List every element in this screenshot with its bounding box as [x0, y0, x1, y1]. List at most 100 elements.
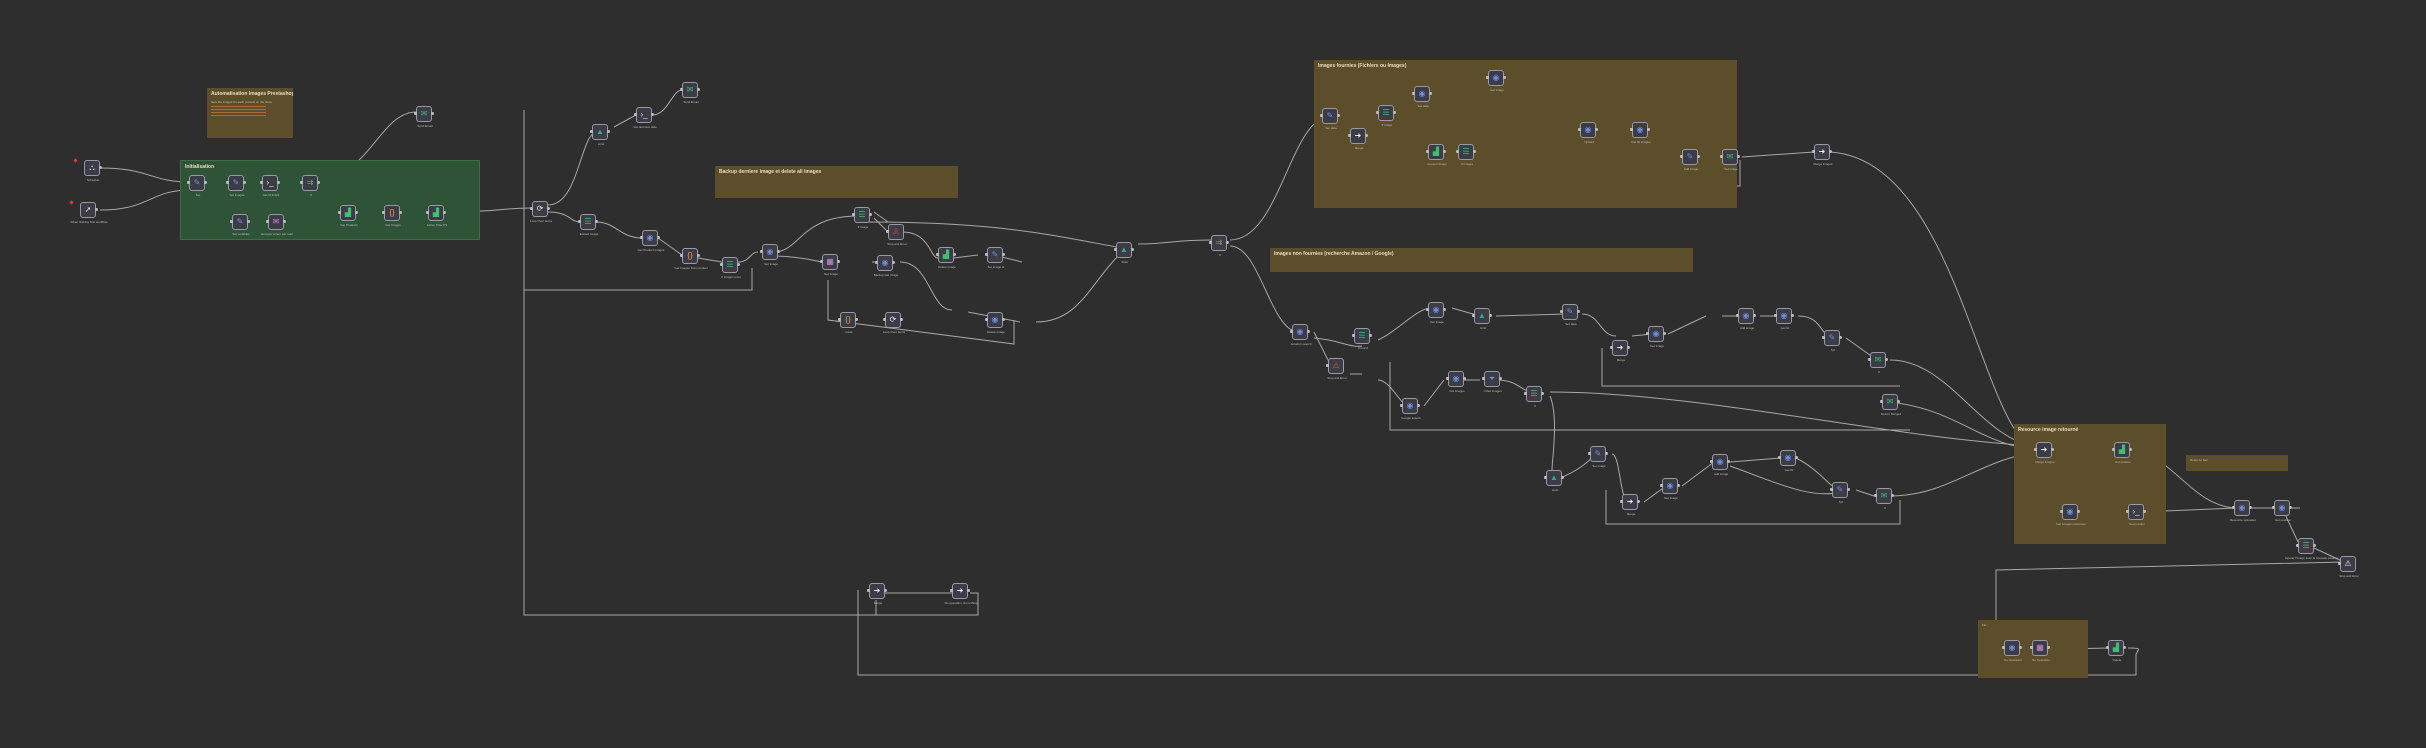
- node-if-init[interactable]: ⇉If: [300, 175, 320, 197]
- node-if-router[interactable]: ⇉If: [1209, 235, 1229, 257]
- node-merge-f[interactable]: ➜Merge: [1348, 128, 1368, 150]
- node-if-image-f[interactable]: ☰If image: [1376, 105, 1396, 127]
- node-label: If image: [857, 225, 869, 229]
- node-backup-last-image[interactable]: ◉Backup last image: [874, 255, 898, 277]
- node-get-image-nf[interactable]: ◉Get image: [1426, 302, 1446, 324]
- node-set-data-nf[interactable]: ✎Set data: [1560, 304, 1580, 326]
- node-merge-a[interactable]: ➜Merge: [867, 583, 887, 605]
- node-if-nf2[interactable]: ☰If: [1524, 386, 1544, 408]
- node-manual-trigger[interactable]: ➚When clicking Test workflow: [69, 200, 108, 224]
- node-upload-f[interactable]: ◉Upload: [1578, 122, 1598, 144]
- node-stop-and-error-end[interactable]: ⚠Stop and Error: [2338, 556, 2359, 578]
- node-active-filter[interactable]: ▟Active Filter PS: [426, 205, 447, 227]
- node-label: Merge: [1354, 146, 1364, 150]
- node-get-image-backup[interactable]: ◉Get image: [760, 244, 780, 266]
- node-set-image-id[interactable]: ✎Set image id: [985, 247, 1005, 269]
- node-get-image-nf3[interactable]: ◉Get image: [1660, 478, 1680, 500]
- node-merge-nf[interactable]: ➜Merge: [1610, 340, 1630, 362]
- node-amazon-search[interactable]: ◉Amazon search: [1290, 324, 1311, 346]
- node-limit-nf2[interactable]: ▲Limit: [1544, 470, 1564, 492]
- sticky-small-note[interactable]: Notes de bas: [2186, 455, 2288, 471]
- node-label: Set: [195, 193, 201, 197]
- node-get-id-nf[interactable]: ◉Get ID: [1774, 308, 1794, 330]
- node-filter-images[interactable]: ⏷Filter images: [1482, 371, 1502, 393]
- sticky-images-non-fournies[interactable]: Images non fournies (recherche Amazon / …: [1270, 248, 1693, 272]
- node-set-data-f[interactable]: ✎Set data: [1320, 108, 1340, 130]
- node-resource-uploaded[interactable]: ◉Resource uploaded: [2230, 500, 2256, 522]
- node-set-position[interactable]: ›_Set position: [2126, 504, 2146, 526]
- node-get-id-images-f[interactable]: ◉Get ID images: [1630, 122, 1651, 144]
- node-if-images-exist[interactable]: ☰If images exist: [720, 257, 741, 279]
- node-no-operation[interactable]: ➜No operation, do nothing: [945, 583, 977, 605]
- node-filter[interactable]: ▲Filter: [1114, 242, 1134, 264]
- node-if-nf[interactable]: ✉If: [1868, 352, 1888, 374]
- node-stop-and-error-1[interactable]: ⚠Stop and Error: [886, 224, 907, 246]
- node-set-variables[interactable]: ✎Set variables: [230, 214, 250, 236]
- chart-icon: ▟: [432, 208, 440, 217]
- node-send-email-top[interactable]: ✉Send Email: [414, 106, 434, 128]
- node-if-nf3[interactable]: ✉If: [1874, 488, 1894, 510]
- node-set[interactable]: ✎Set: [187, 175, 207, 197]
- node-get-id-nf2[interactable]: ◉Get ID: [1778, 450, 1798, 472]
- node-limit-nf[interactable]: ▲Limit: [1472, 308, 1492, 330]
- node-set-data-f2[interactable]: ◉Set data: [1412, 86, 1432, 108]
- pencil-icon: ✎: [991, 250, 999, 259]
- node-add-image-f[interactable]: ✎Add image: [1680, 149, 1700, 171]
- node-google-search[interactable]: ◉Google search: [1400, 398, 1421, 420]
- node-loop-over-items-2[interactable]: ⟳Loop Over Items: [883, 312, 905, 334]
- node-set-nf2[interactable]: ✎Set: [1830, 482, 1850, 504]
- sticky-automatisation[interactable]: Automatisation Images Prestashop Sets th…: [207, 88, 293, 138]
- sticky-initialisation[interactable]: Initialisation: [180, 160, 480, 240]
- node-limit[interactable]: ▲Limit: [590, 124, 610, 146]
- node-add-image-nf2[interactable]: ◉Add image: [1710, 454, 1730, 476]
- node-no-operation-bottom-1[interactable]: ◉No Operation: [2002, 640, 2022, 662]
- node-get-image-nf2[interactable]: ◉Get image: [1646, 326, 1666, 348]
- mail-icon: ✉: [1880, 491, 1888, 500]
- node-get-image-f[interactable]: ◉Get image: [1486, 70, 1506, 92]
- node-merge-images-f[interactable]: ➜Merge images: [1812, 144, 1833, 166]
- node-get-images[interactable]: {}Get Images: [382, 205, 402, 227]
- node-get-position-end[interactable]: ◉Get position: [2272, 500, 2292, 522]
- node-delete-bottom[interactable]: ▟Delete: [2106, 640, 2126, 662]
- node-add-image-new-position[interactable]: ☰Ajouter l'image avec la nouvelle positi…: [2285, 538, 2338, 560]
- node-loop-over-items[interactable]: ⟳Loop Over Items: [530, 201, 552, 223]
- node-convert-binary[interactable]: ▟Convert binary: [1426, 144, 1447, 166]
- node-if-images-f[interactable]: ☰If images: [1456, 144, 1476, 166]
- sticky-backup[interactable]: Backup derniere image et delete all imag…: [715, 166, 958, 198]
- node-set-nf[interactable]: ✎Set: [1822, 330, 1842, 352]
- node-delete-image-2[interactable]: ◉Delete image: [985, 312, 1005, 334]
- chart-icon: ▲: [1478, 311, 1486, 320]
- node-get-images-resources[interactable]: ◉Get images resources: [2056, 504, 2086, 526]
- node-label: Merge: [1616, 358, 1626, 362]
- node-code[interactable]: {}Code: [838, 312, 858, 334]
- node-if-found[interactable]: ☰If found: [1352, 328, 1372, 350]
- node-get-position-res[interactable]: ▟Get position: [2112, 442, 2132, 464]
- node-get-product-images[interactable]: ◉Get Product Images: [638, 230, 664, 252]
- node-get-products[interactable]: ▟Get Products: [338, 205, 358, 227]
- arrow-right-icon: ➜: [1626, 497, 1634, 506]
- terminal-icon: ›_: [640, 110, 648, 119]
- node-get-last-item-date[interactable]: ›_Get last item date: [633, 107, 657, 129]
- node-stop-and-error-2[interactable]: ⚠Stop and Error: [1326, 358, 1347, 380]
- node-set-image-nf[interactable]: ✎Set image: [1588, 446, 1608, 468]
- node-add-image-nf[interactable]: ◉Add image: [1736, 308, 1756, 330]
- node-extract-image[interactable]: ☰Extract Image: [578, 214, 598, 236]
- node-get-images-from-product[interactable]: {}Get Images from product: [674, 248, 708, 270]
- node-get-images-nf[interactable]: ◉Get images: [1446, 371, 1466, 393]
- node-get-image[interactable]: ▦Get Image: [820, 254, 840, 276]
- node-label: Loop Over Items: [529, 219, 553, 223]
- node-send-email-upper[interactable]: ✉Send Email: [680, 82, 700, 104]
- sticky-images-fournies[interactable]: Images fournies (Fichiers ou Images): [1314, 60, 1737, 208]
- node-send-error-mail[interactable]: ✉Envoyer erreur par mail: [261, 214, 293, 236]
- node-schedule-trigger[interactable]: ⛬Schedule: [73, 158, 102, 182]
- node-get-id[interactable]: ›_Get Id ID ES: [260, 175, 280, 197]
- node-merge-nf2[interactable]: ➜Merge: [1620, 494, 1640, 516]
- node-set-images[interactable]: ✎Set images: [226, 175, 246, 197]
- node-merge-images-res[interactable]: ➜Merge images: [2034, 442, 2055, 464]
- node-return-merged[interactable]: ✉Return Merged: [1880, 394, 1901, 416]
- node-if-image[interactable]: ☰If image: [852, 207, 872, 229]
- node-delete-image[interactable]: ▟Delete image: [936, 247, 956, 269]
- node-set-image-f[interactable]: ✉Set image: [1720, 149, 1740, 171]
- node-no-operation-bottom-2[interactable]: ▦No Operation: [2030, 640, 2050, 662]
